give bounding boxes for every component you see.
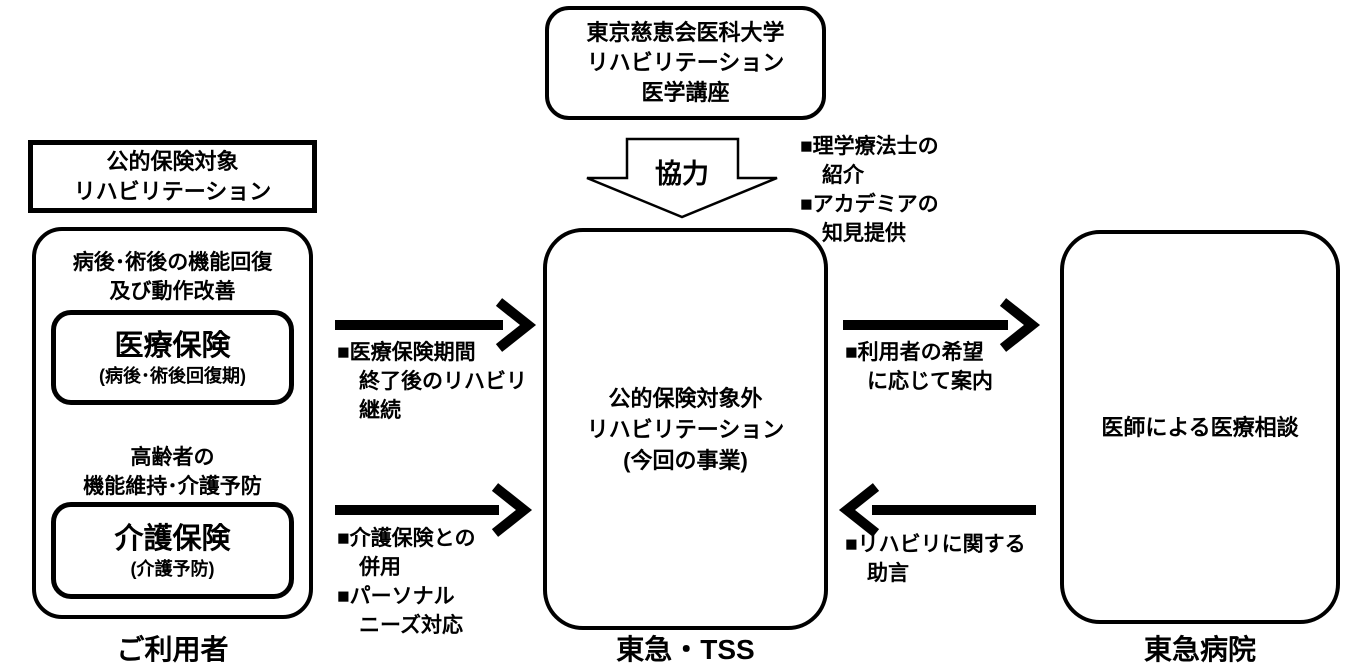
recovery-caption: 病後･術後の機能回復 及び動作改善 [36,248,309,306]
arrow-user-to-tss-medical-icon [335,298,537,352]
cooperation-note-line: 知見提供 [822,222,906,245]
flow-label-line: に応じて案内 [867,370,993,393]
flow-label-care-combination: ■介護保険との 併用 ■パーソナル ニーズ対応 [337,524,475,640]
care-insurance-subtitle: (介護予防) [130,558,215,579]
elderly-caption-line2: 機能維持･介護予防 [83,475,262,498]
elderly-caption-line1: 高齢者の [130,446,215,469]
flow-label-medical-continuation: ■医療保険期間 終了後のリハビリ 継続 [337,338,527,425]
cooperation-block-arrow-icon [586,137,778,219]
flow-label-line: ■利用者の希望 [845,341,984,364]
cooperation-label: 協力 [655,159,709,189]
flow-label-line: ニーズ対応 [359,614,463,637]
flow-label-line: 併用 [359,556,401,579]
flow-label-line: 継続 [359,399,401,422]
flow-label-line: ■医療保険期間 [337,341,476,364]
tss-box: 公的保険対象外 リハビリテーション (今回の事業) [543,228,828,630]
recovery-caption-line2: 及び動作改善 [109,280,236,303]
jikei-university-box: 東京慈恵会医科大学 リハビリテーション 医学講座 [545,6,826,120]
flow-label-line: ■リハビリに関する [845,533,1026,556]
jikei-university-line2: リハビリテーション [586,50,785,75]
flow-label-rehab-advice: ■リハビリに関する 助言 [845,530,1026,588]
hospital-footer-label: 東急病院 [1143,634,1256,665]
public-insurance-label-box: 公的保険対象 リハビリテーション [28,140,317,213]
cooperation-note-line: ■理学療法士の [800,135,939,158]
flow-label-line: ■パーソナル [337,585,455,608]
cooperation-note-line: 紹介 [822,164,864,187]
care-insurance-title: 介護保険 [114,522,231,555]
care-insurance-box: 介護保険 (介護予防) [51,502,294,599]
flow-label-line: 助言 [867,562,909,585]
medical-insurance-title: 医療保険 [114,329,231,362]
user-footer-label: ご利用者 [116,634,229,665]
tss-box-line1: 公的保険対象外 [608,385,763,411]
hospital-box-label: 医師による医療相談 [1101,414,1299,440]
tss-box-line2: リハビリテーション [586,416,785,442]
public-insurance-line1: 公的保険対象 [106,148,239,174]
flow-label-line: 終了後のリハビリ [359,370,527,393]
arrow-hospital-to-tss-icon [838,483,1036,537]
cooperation-notes: ■理学療法士の 紹介 ■アカデミアの 知見提供 [800,132,939,248]
cooperation-note-line: ■アカデミアの [800,193,939,216]
public-insurance-line2: リハビリテーション [73,178,272,204]
tss-footer-label: 東急・TSS [616,634,755,665]
arrow-user-to-tss-care-icon [335,483,533,537]
medical-insurance-subtitle: (病後･術後回復期) [99,365,246,386]
hospital-box: 医師による医療相談 [1060,230,1340,624]
elderly-caption: 高齢者の 機能維持･介護予防 [36,443,309,501]
arrow-tss-to-hospital-icon [843,298,1041,352]
user-panel: 病後･術後の機能回復 及び動作改善 医療保険 (病後･術後回復期) 高齢者の 機… [32,227,313,619]
jikei-university-line3: 医学講座 [641,80,730,105]
recovery-caption-line1: 病後･術後の機能回復 [72,251,273,274]
flow-label-line: ■介護保険との [337,527,476,550]
medical-insurance-box: 医療保険 (病後･術後回復期) [51,310,294,405]
flow-label-guide-users: ■利用者の希望 に応じて案内 [845,338,993,396]
tss-box-line3: (今回の事業) [623,447,748,473]
jikei-university-line1: 東京慈恵会医科大学 [586,20,785,45]
